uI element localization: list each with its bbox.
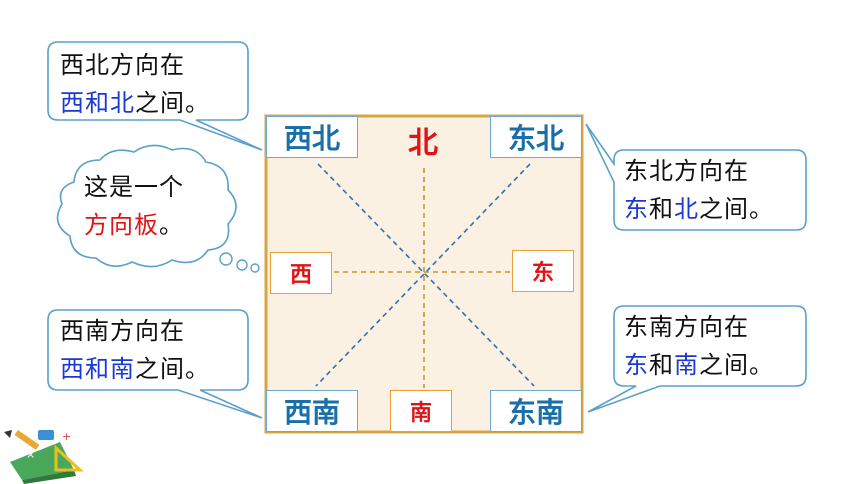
bubble-southeast: 东南方向在 东和南之间。 (624, 308, 774, 384)
bubble-southeast-line2: 东和南之间。 (624, 346, 774, 384)
bubble-southeast-dir-b: 南 (674, 351, 699, 379)
bubble-southeast-shape (587, 305, 807, 413)
svg-text:+: + (62, 430, 71, 443)
label-south: 南 (390, 390, 452, 432)
thought-highlight: 方向板 (84, 211, 159, 239)
bubble-southwest-conj: 和 (85, 355, 110, 383)
bubble-southwest: 西南方向在 西和南之间。 (60, 312, 210, 388)
thought-cloud-shape (56, 144, 237, 268)
bubble-northeast-line2: 东和北之间。 (624, 190, 774, 228)
bubble-northwest-shape (47, 41, 263, 151)
bubble-northeast-conj: 和 (649, 195, 674, 223)
bubble-northeast-shape (585, 123, 807, 231)
thought-line2: 方向板。 (84, 206, 184, 244)
bubble-southwest-shape (47, 309, 263, 419)
label-southeast: 东南 (490, 390, 582, 432)
stationery-icon: × + (4, 430, 84, 484)
bubble-southwest-line1: 西南方向在 (60, 317, 185, 345)
label-west: 西 (270, 252, 332, 294)
label-southwest: 西南 (266, 390, 358, 432)
bubble-southeast-tail: 之间。 (699, 351, 774, 379)
bubble-southwest-line2: 西和南之间。 (60, 350, 210, 388)
bubble-northeast-line1: 东北方向在 (624, 157, 749, 185)
thought-cloud: 这是一个 方向板。 (84, 168, 184, 244)
bubble-northwest-line2: 西和北之间。 (60, 84, 210, 122)
thought-line1: 这是一个 (84, 173, 184, 201)
bubble-northeast-dir-b: 北 (674, 195, 699, 223)
bubble-southwest-dir-b: 南 (110, 355, 135, 383)
diagonal-nw-se (317, 163, 535, 387)
bubble-northwest: 西北方向在 西和北之间。 (60, 46, 210, 122)
thought-dot-large (219, 252, 233, 266)
thought-dot-medium (236, 259, 248, 271)
thought-dot-small (250, 263, 260, 273)
bubble-northwest-line1: 西北方向在 (60, 51, 185, 79)
bubble-northwest-tail: 之间。 (135, 89, 210, 117)
thought-tail: 。 (159, 211, 184, 239)
bubble-northwest-conj: 和 (85, 89, 110, 117)
bubble-southeast-line1: 东南方向在 (624, 313, 749, 341)
bubble-northeast: 东北方向在 东和北之间。 (624, 152, 774, 228)
bubble-southwest-tail: 之间。 (135, 355, 210, 383)
bubble-southwest-dir-a: 西 (60, 355, 85, 383)
label-northwest: 西北 (266, 116, 358, 158)
label-north: 北 (408, 126, 438, 161)
bubble-southeast-conj: 和 (649, 351, 674, 379)
bubble-northwest-dir-a: 西 (60, 89, 85, 117)
label-northeast: 东北 (490, 116, 582, 158)
bubble-northeast-dir-a: 东 (624, 195, 649, 223)
diagonal-ne-sw (315, 163, 531, 387)
bubble-northwest-dir-b: 北 (110, 89, 135, 117)
bubble-northeast-tail: 之间。 (699, 195, 774, 223)
bubble-southeast-dir-a: 东 (624, 351, 649, 379)
label-east: 东 (512, 250, 574, 292)
svg-text:×: × (26, 448, 35, 461)
